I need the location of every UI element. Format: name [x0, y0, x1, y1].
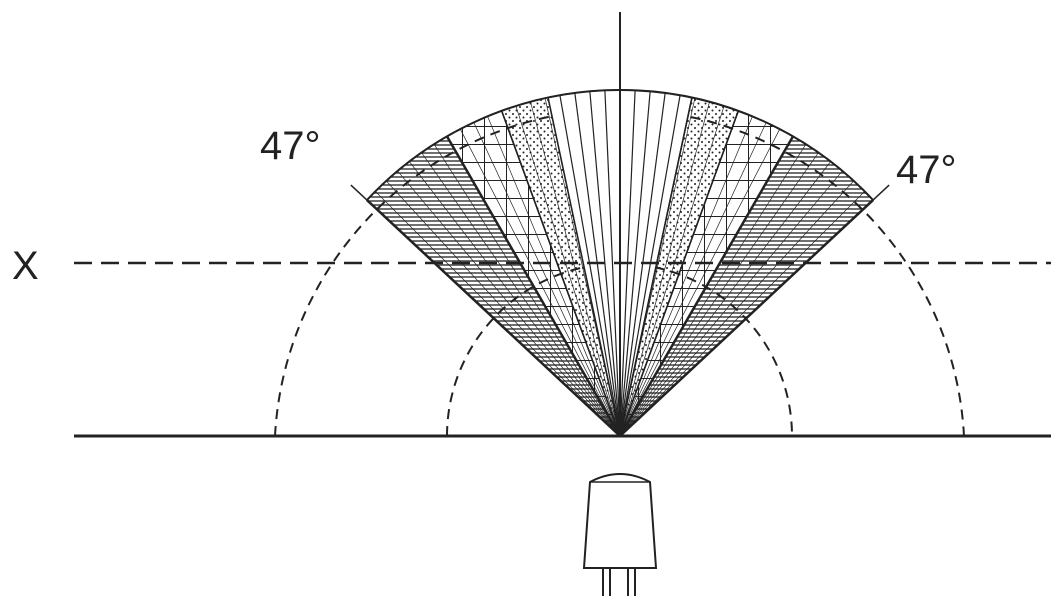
- beam-ray: [619, 128, 781, 437]
- beam-ray: [530, 101, 621, 437]
- beam-ray: [501, 110, 621, 437]
- beam-ray: [459, 128, 621, 437]
- beam-ray: [619, 116, 753, 437]
- beam-ray: [619, 95, 681, 437]
- beam-edge-line: [618, 135, 795, 437]
- beam-ray: [619, 191, 865, 437]
- beam-edge-line: [445, 135, 622, 437]
- beam-ray: [473, 122, 621, 437]
- x-axis-label: X: [12, 244, 39, 288]
- beam-ray: [515, 105, 621, 437]
- beam-ray: [619, 91, 651, 437]
- beam-ray: [375, 191, 621, 437]
- beam-ray: [409, 161, 621, 437]
- beam-ray: [619, 122, 767, 437]
- left-angle-label: 47°: [260, 124, 321, 168]
- beam-ray: [619, 101, 710, 437]
- beam-ray: [397, 170, 621, 437]
- right-angle-label: 47°: [896, 148, 957, 192]
- beam-ray: [604, 90, 621, 437]
- right-angle-tick: [859, 184, 890, 213]
- beam-ray: [421, 152, 621, 437]
- beam-ray: [619, 143, 807, 437]
- beam-edge-line: [619, 199, 874, 437]
- beam-ray: [559, 95, 621, 437]
- beam-ray: [487, 116, 621, 437]
- beam-ray: [574, 92, 621, 437]
- beam-ray: [544, 98, 621, 437]
- beam-ray: [619, 105, 725, 437]
- beam-edge-line: [366, 199, 621, 437]
- beam-ray: [619, 170, 843, 437]
- beam-ray: [385, 180, 621, 437]
- left-angle-tick: [350, 184, 381, 213]
- beam-ray: [619, 98, 696, 437]
- beam-ray: [619, 110, 739, 437]
- beam-ray: [619, 180, 855, 437]
- beam-ray: [619, 161, 831, 437]
- beam-ray: [433, 143, 621, 437]
- beam-ray: [619, 152, 819, 437]
- led-emitter-icon: [582, 473, 658, 596]
- beam-ray: [619, 92, 666, 437]
